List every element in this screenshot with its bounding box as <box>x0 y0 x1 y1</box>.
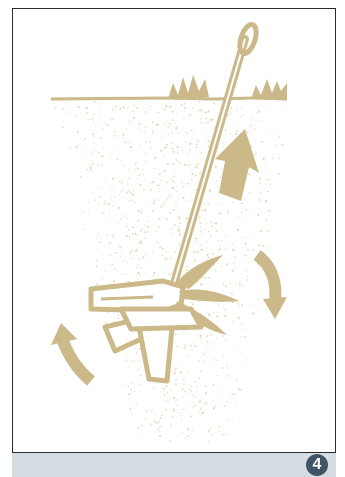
anchor-fluke-mid <box>179 289 239 301</box>
grass-tuft-right <box>251 79 287 99</box>
step-number-badge: 4 <box>306 454 328 476</box>
rotate-arrow-right <box>257 255 275 301</box>
illustration-panel <box>12 8 336 453</box>
grass-tuft-left <box>168 75 209 99</box>
pull-up-arrow <box>215 129 259 201</box>
anchor-diagram <box>13 9 336 453</box>
footer-bar: 4 <box>12 453 336 477</box>
rotate-arrow-left <box>63 341 91 381</box>
anchor-arm <box>121 309 201 329</box>
